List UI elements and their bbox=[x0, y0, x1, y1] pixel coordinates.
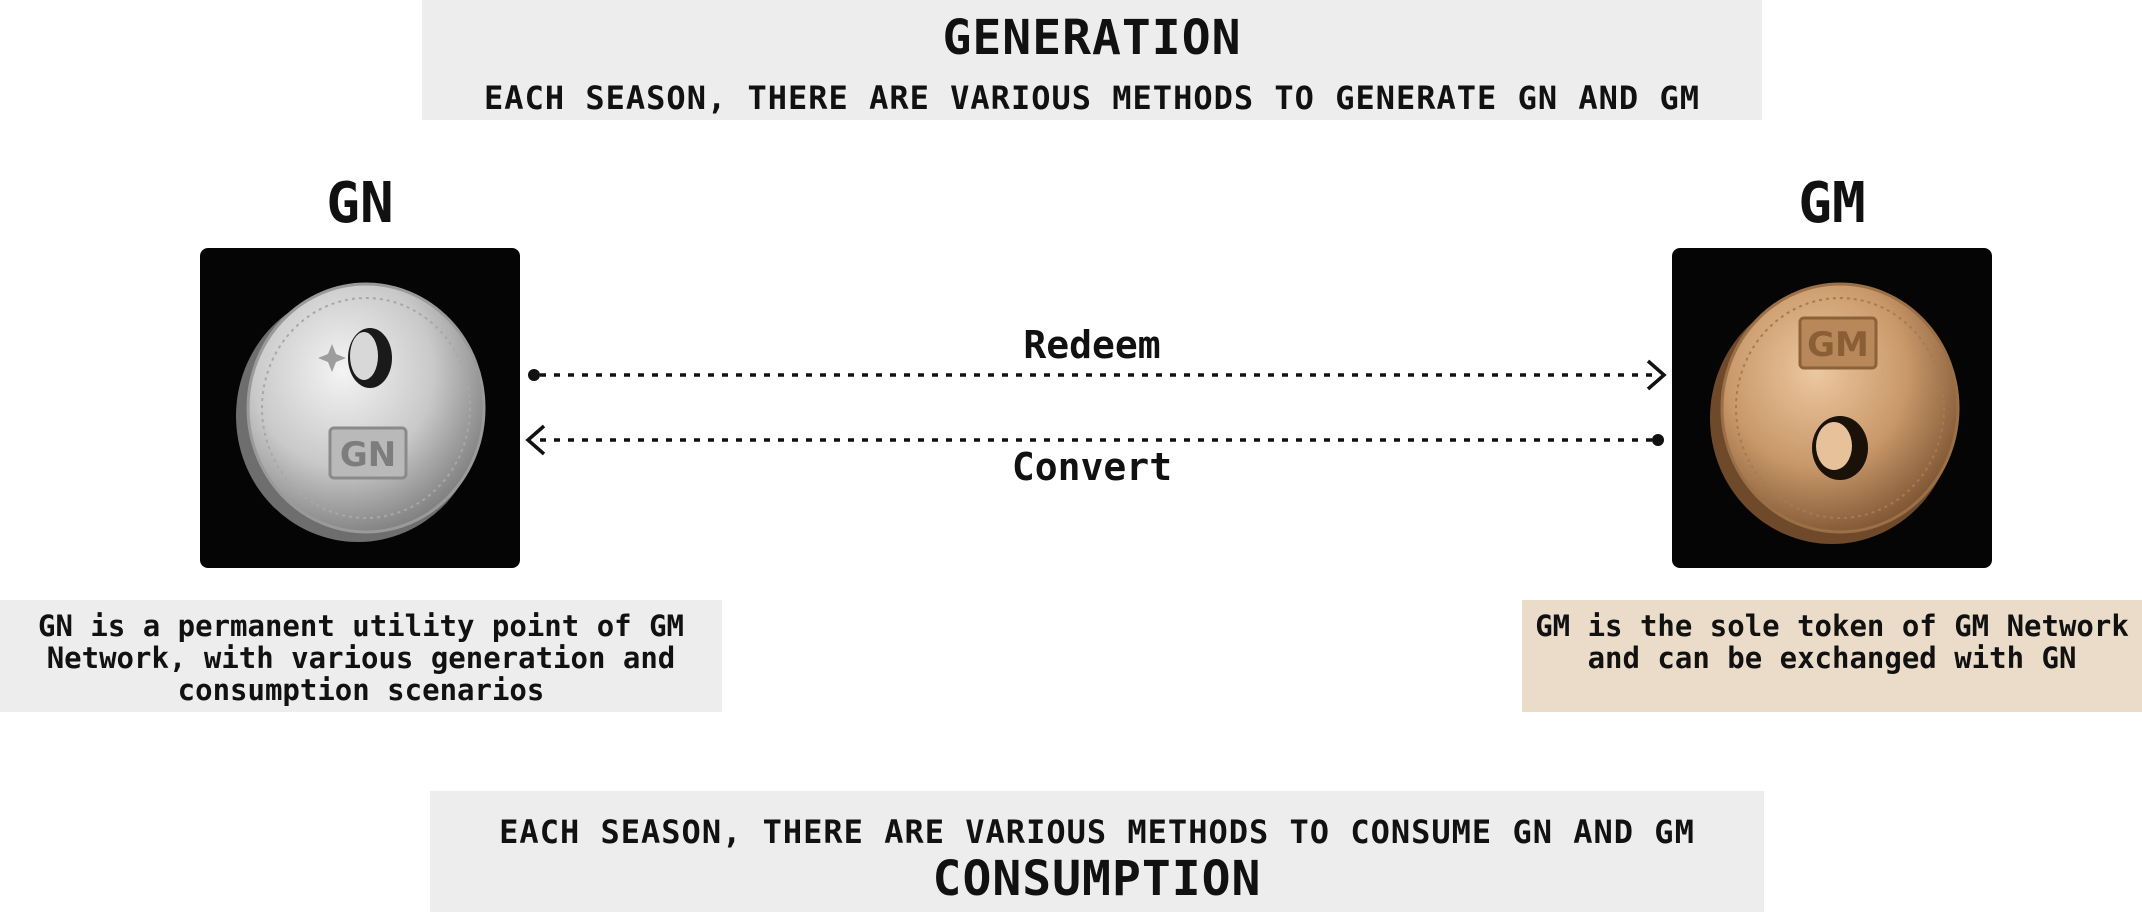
gn-description: GN is a permanent utility point of GM Ne… bbox=[0, 600, 722, 712]
redeem-label: Redeem bbox=[1023, 323, 1161, 367]
gm-description: GM is the sole token of GM Network and c… bbox=[1522, 600, 2142, 712]
generation-title: GENERATION bbox=[942, 10, 1242, 66]
gm-coin-icon: GM bbox=[1710, 282, 1960, 544]
consumption-title: CONSUMPTION bbox=[932, 851, 1262, 907]
convert-arrowhead-icon bbox=[525, 424, 546, 456]
gm-label: GM bbox=[1798, 171, 1866, 236]
convert-label: Convert bbox=[1011, 445, 1173, 489]
gn-coin-icon: GN bbox=[236, 282, 486, 542]
gm-coin-text: GM bbox=[1807, 325, 1869, 365]
redeem-arrow-start-dot bbox=[528, 369, 540, 381]
consumption-subtitle: EACH SEASON, THERE ARE VARIOUS METHODS T… bbox=[499, 813, 1695, 851]
redeem-arrowhead-icon bbox=[1646, 359, 1667, 391]
consumption-banner: EACH SEASON, THERE ARE VARIOUS METHODS T… bbox=[430, 791, 1764, 912]
gn-coin-image: GN bbox=[200, 248, 520, 568]
generation-subtitle: EACH SEASON, THERE ARE VARIOUS METHODS T… bbox=[484, 79, 1700, 117]
generation-banner: GENERATION EACH SEASON, THERE ARE VARIOU… bbox=[422, 0, 1762, 120]
convert-arrow-start-dot bbox=[1652, 434, 1664, 446]
gn-label: GN bbox=[326, 171, 394, 236]
gn-coin-text: GN bbox=[340, 435, 396, 475]
gm-coin-image: GM bbox=[1672, 248, 1992, 568]
